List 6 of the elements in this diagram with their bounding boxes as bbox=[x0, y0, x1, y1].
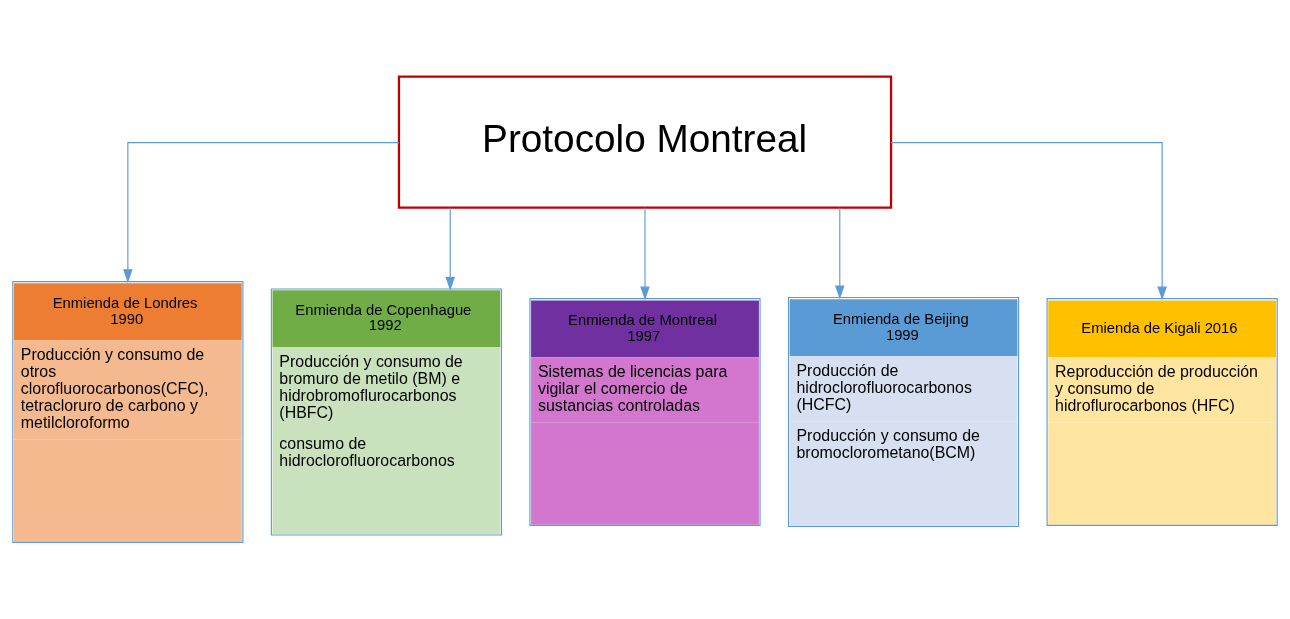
arrow bbox=[445, 207, 455, 291]
arrow bbox=[890, 142, 1167, 301]
arrow bbox=[640, 207, 650, 301]
arrow bbox=[123, 142, 400, 283]
arrow bbox=[835, 207, 845, 300]
node-box: Protocolo Montreal bbox=[397, 75, 893, 209]
